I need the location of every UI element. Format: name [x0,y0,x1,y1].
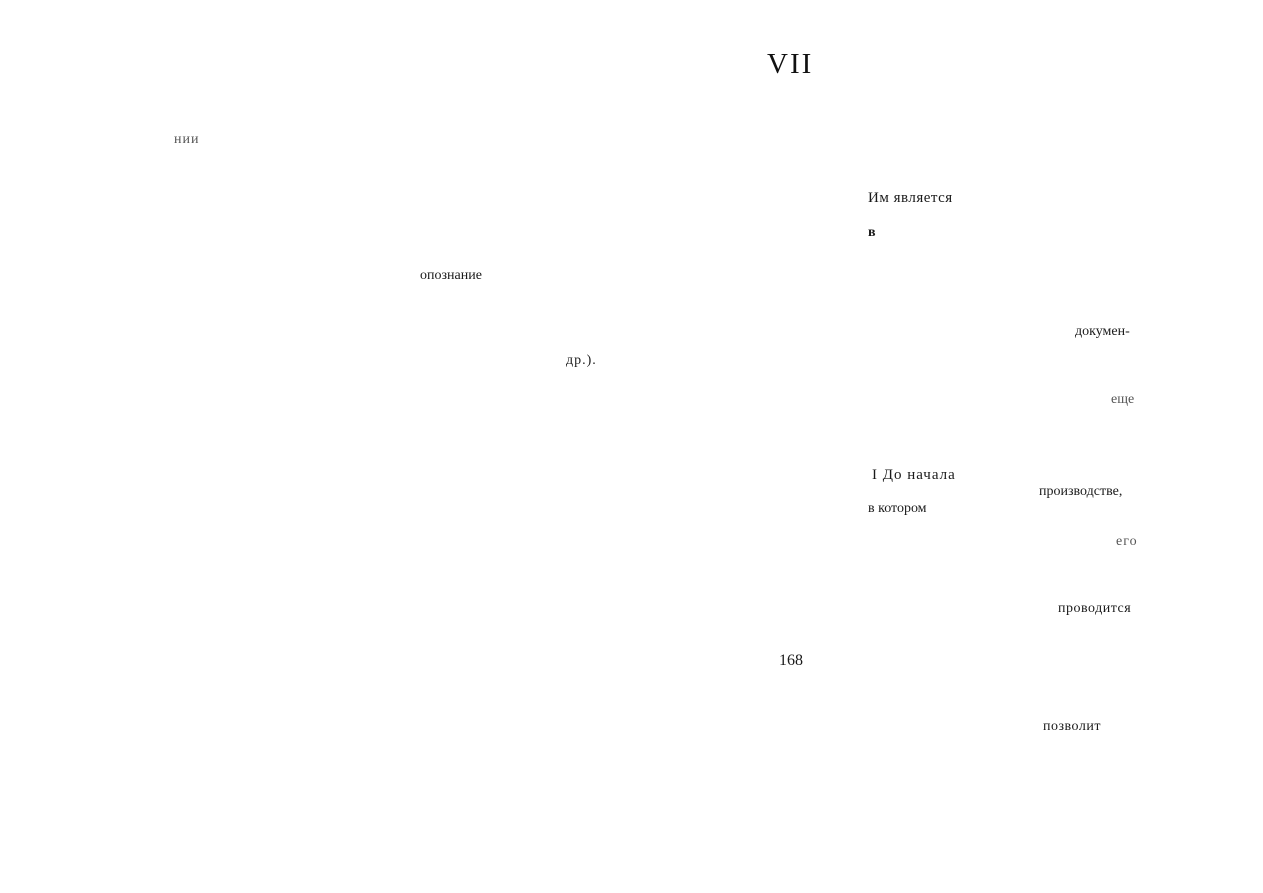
right-page-fragment: еще [1111,392,1135,407]
right-page-fragment: I До начала [872,467,956,483]
right-page-fragment: его [1116,534,1138,549]
right-page-fragment: в котором [868,501,927,516]
chapter-numeral: VII [767,48,814,80]
right-page-fragment: в [868,225,876,240]
left-page-fragment: др.). [566,353,597,368]
right-page-fragment: проводится [1058,601,1132,616]
left-page-fragment: опознание [420,268,482,283]
left-page-fragment: нии [174,132,200,147]
right-page-fragment: производстве, [1039,484,1123,499]
right-page-fragment: позволит [1043,719,1101,734]
right-page-fragment: Им является [868,190,953,206]
page-number: 168 [779,652,803,669]
right-page-fragment: докумен- [1075,324,1130,339]
